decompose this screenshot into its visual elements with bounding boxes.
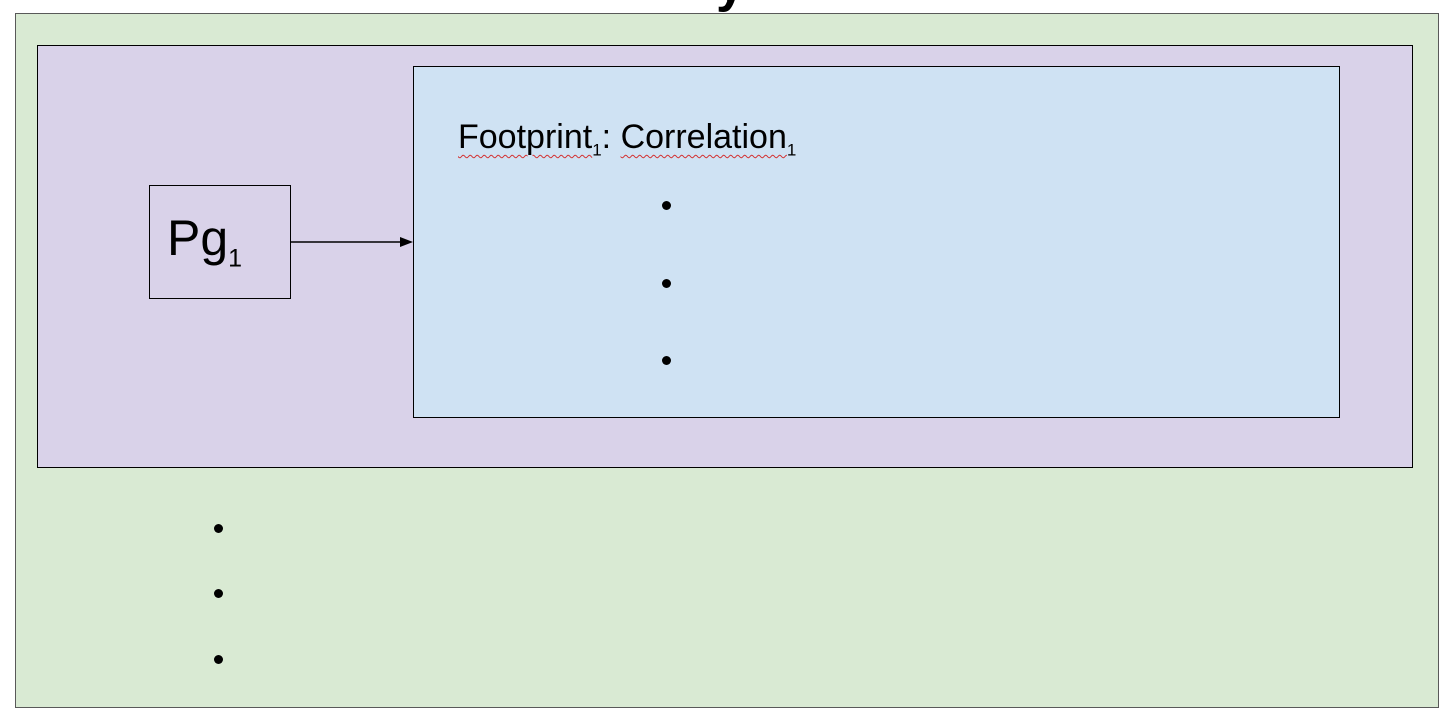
inner-ellipsis-dot (662, 356, 671, 365)
page-node-label: Pg1 (167, 210, 243, 273)
outer-ellipsis-dot (214, 524, 223, 533)
inner-ellipsis-dot (662, 201, 671, 210)
correlation-label: Correlation (620, 118, 787, 156)
outer-ellipsis-dot (214, 655, 223, 664)
footprint-correlation-title: Footprint1: Correlation1 (458, 117, 796, 171)
page-node-subscript: 1 (228, 244, 243, 273)
footprint-label: Footprint (458, 118, 593, 156)
cropped-title: y (0, 0, 1454, 12)
correlation-subscript: 1 (786, 140, 797, 160)
footprint-correlation-box: Footprint1: Correlation1 (413, 66, 1340, 418)
cropped-title-glyph: y (716, 0, 745, 10)
inner-ellipsis-dot (662, 279, 671, 288)
page-node: Pg1 (149, 185, 291, 299)
footprint-subscript: 1 (592, 140, 602, 160)
outer-ellipsis-dot (214, 589, 223, 598)
label-separator: : (601, 118, 621, 156)
